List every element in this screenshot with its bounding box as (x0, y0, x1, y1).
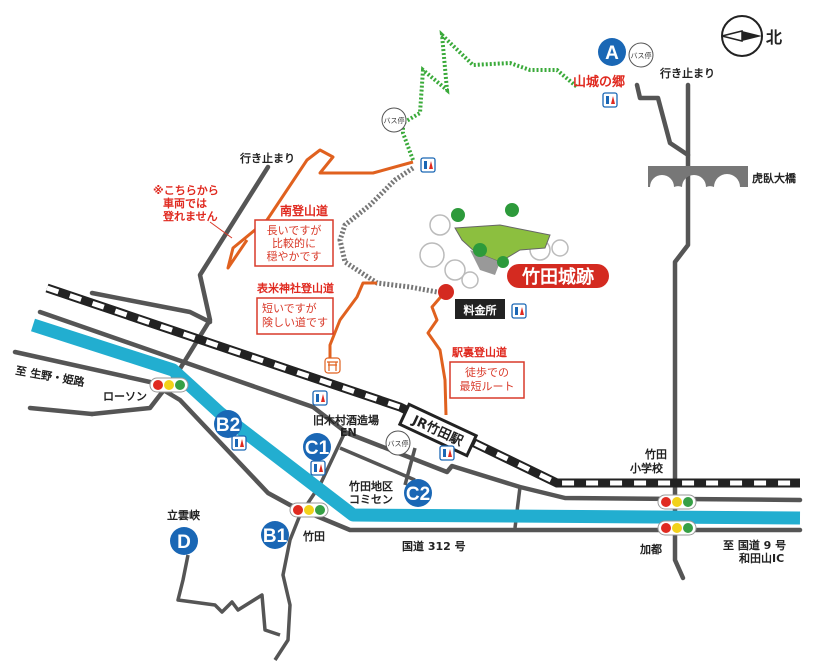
green-bus-route (401, 29, 579, 161)
to-route9-label: 和田山IC (739, 551, 784, 565)
en-label: EN (340, 426, 357, 439)
toilet-icon (602, 92, 618, 108)
ekiura-trail-desc: 最短ルート (460, 379, 515, 393)
south-trail-desc: 長いですが (267, 223, 322, 237)
south-trail (226, 148, 414, 270)
svg-text:バス停: バス停 (388, 439, 409, 448)
road-east (672, 82, 691, 581)
toilet-icon (420, 157, 436, 173)
road-upper-west (89, 290, 213, 325)
toilet-icon (312, 390, 328, 406)
ekiura-trail (426, 291, 448, 416)
tatsunkyo-label: 立雲峡 (167, 508, 201, 522)
marker-c2[interactable]: C2 (404, 479, 432, 507)
road-station (37, 309, 803, 503)
svg-text:B2: B2 (216, 415, 240, 436)
community-label: 竹田地区 (348, 479, 393, 493)
marker-b1[interactable]: B1 (261, 521, 289, 549)
svg-text:A: A (605, 43, 619, 64)
kato-label: 加都 (639, 542, 662, 556)
route-312 (12, 349, 803, 533)
north-label: 北 (766, 28, 782, 47)
dead-end-west-label: 行き止まり (239, 151, 295, 165)
svg-text:バス停: バス停 (631, 51, 652, 60)
no-car-note: 登れません (162, 209, 218, 223)
to-route9-label: 至 国道 9 号 (723, 538, 786, 552)
road-d (176, 554, 281, 637)
traffic-light-icon (149, 377, 189, 393)
road-lawson (27, 405, 95, 417)
ekiura-trail-box (449, 361, 525, 399)
toilet-icon (310, 460, 326, 476)
castle-name[interactable]: 竹田城跡 (521, 266, 594, 288)
south-trail-box (254, 219, 334, 267)
route312-label: 国道 312 号 (402, 539, 466, 553)
traffic-light-icon (657, 520, 697, 536)
ticket-booth-badge (455, 299, 505, 319)
hyomai-trail-desc: 短いですが (262, 301, 317, 315)
compass-icon (721, 15, 763, 57)
community-label: コミセン (349, 493, 393, 506)
road-community (339, 446, 417, 486)
toilet-icon (511, 303, 527, 319)
no-car-note: 車両では (163, 196, 207, 210)
hyomai-trail-name: 表米神社登山道 (256, 281, 334, 295)
hyomai-trail-box (256, 297, 334, 335)
marker-d[interactable]: D (170, 527, 198, 555)
shrine-icon (324, 357, 341, 374)
hyomai-trail (328, 281, 377, 360)
svg-text:バス停: バス停 (384, 116, 405, 125)
bridge-icon (648, 166, 748, 187)
marker-b2[interactable]: B2 (214, 410, 242, 438)
marker-a[interactable]: A (598, 38, 626, 66)
bridge-label: 虎臥大橋 (752, 171, 797, 185)
ekiura-trail-desc: 徒歩での (465, 365, 509, 379)
svg-text:C2: C2 (406, 484, 430, 505)
yamashiro-label: 山城の郷 (573, 74, 625, 90)
bus-stop-icon: バス停 (385, 430, 411, 456)
svg-text:C1: C1 (305, 438, 330, 459)
south-trail-desc: 比較的に (272, 236, 316, 250)
school-label: 小学校 (629, 461, 664, 475)
castle-entrance-pin (438, 284, 454, 300)
traffic-light-icon (289, 502, 329, 518)
railway (45, 283, 800, 488)
kimura-label: 旧木村酒造場 (313, 413, 379, 427)
ekiura-trail-name: 駅裏登山道 (451, 345, 507, 359)
traffic-light-icon (657, 494, 697, 510)
station-badge: JR竹田駅 (397, 402, 479, 458)
no-car-note: ※こちらから (153, 184, 219, 197)
school-label: 竹田 (644, 447, 667, 461)
takeda-label: 竹田 (302, 529, 325, 543)
hyomai-trail-desc: 険しい道です (262, 315, 328, 329)
svg-text:D: D (177, 532, 191, 553)
toilet-icon (231, 435, 247, 451)
toilet-icon (439, 445, 455, 461)
castle-badge (507, 264, 609, 288)
castle-illustration (419, 203, 569, 289)
gray-trail (337, 165, 438, 295)
dead-end-north-label: 行き止まり (659, 66, 715, 80)
lawson-label: ローソン (103, 390, 147, 403)
bus-stop-icon: バス停 (381, 107, 407, 133)
marker-c1[interactable]: C1 (303, 433, 331, 461)
ticket-booth-label: 料金所 (464, 303, 497, 317)
svg-text:B1: B1 (263, 526, 288, 547)
road-yamashiro (634, 82, 691, 158)
south-trail-name: 南登山道 (280, 203, 328, 218)
bus-stop-icon: バス停 (628, 42, 654, 68)
note-pointer (209, 221, 233, 239)
south-trail-desc: 穏やかです (267, 250, 322, 263)
